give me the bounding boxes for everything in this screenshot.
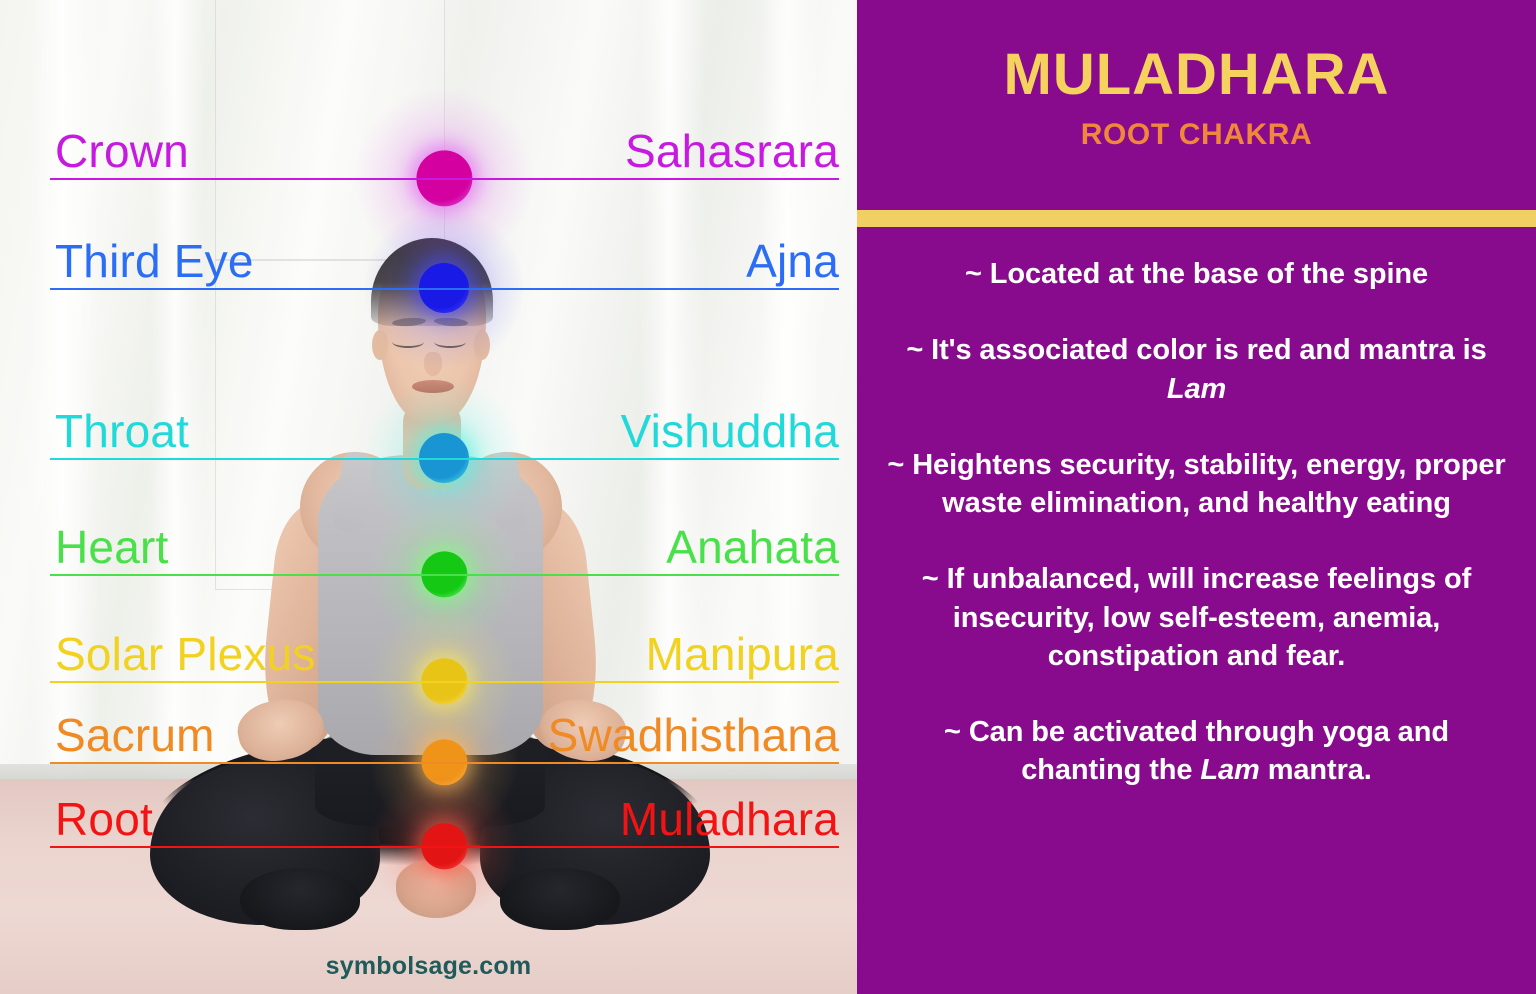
chakra-connector-line <box>50 458 839 460</box>
chakra-connector-line <box>50 846 839 848</box>
fact-item: ~ It's associated color is red and mantr… <box>906 334 1487 405</box>
right-foot <box>500 868 620 930</box>
facts-list: ~ Located at the base of the spine ~ It's… <box>881 255 1512 790</box>
chakra-label-en: Third Eye <box>55 235 254 287</box>
info-panel: MULADHARA ROOT CHAKRA ~ Located at the b… <box>857 0 1536 994</box>
site-watermark: symbolsage.com <box>325 952 532 980</box>
chakra-label-sa: Manipura <box>645 628 839 680</box>
chakra-label-sa: Anahata <box>666 521 839 573</box>
chakra-label-en: Crown <box>55 125 189 177</box>
nose <box>424 352 442 376</box>
chakra-label-en: Sacrum <box>55 709 215 761</box>
resting-hands <box>396 860 476 918</box>
chakra-connector-line <box>50 574 839 576</box>
fact-item: ~ Heightens security, stability, energy,… <box>887 448 1506 520</box>
lips <box>412 380 454 393</box>
chakra-label-sa: Muladhara <box>619 793 839 845</box>
chakra-label-sa: Vishuddha <box>620 405 839 457</box>
left-eye-closed <box>392 336 424 348</box>
chakra-label-en: Root <box>55 793 153 845</box>
fact-item: ~ Can be activated through yoga and chan… <box>944 716 1449 787</box>
page-subtitle: ROOT CHAKRA <box>1080 117 1313 151</box>
fact-item: ~ If unbalanced, will increase feelings … <box>921 563 1472 672</box>
chakra-connector-line <box>50 762 839 764</box>
chakra-connector-line <box>50 288 839 290</box>
gold-divider <box>857 210 1536 227</box>
page-title: MULADHARA <box>1003 42 1390 107</box>
right-eye-closed <box>434 336 466 348</box>
chakra-connector-line <box>50 681 839 683</box>
chakra-connector-line <box>50 178 839 180</box>
chakra-label-en: Heart <box>55 521 169 573</box>
chakra-label-sa: Sahasrara <box>624 125 839 177</box>
chakra-label-en: Throat <box>55 405 190 457</box>
chakra-label-sa: Ajna <box>746 235 839 287</box>
left-ear <box>372 330 388 360</box>
chakra-label-sa: Swadhisthana <box>547 709 839 761</box>
chakra-label-en: Solar Plexus <box>55 628 316 680</box>
right-ear <box>474 330 490 360</box>
fact-item: ~ Located at the base of the spine <box>964 258 1429 290</box>
left-foot <box>240 868 360 930</box>
window-frame <box>215 0 445 260</box>
